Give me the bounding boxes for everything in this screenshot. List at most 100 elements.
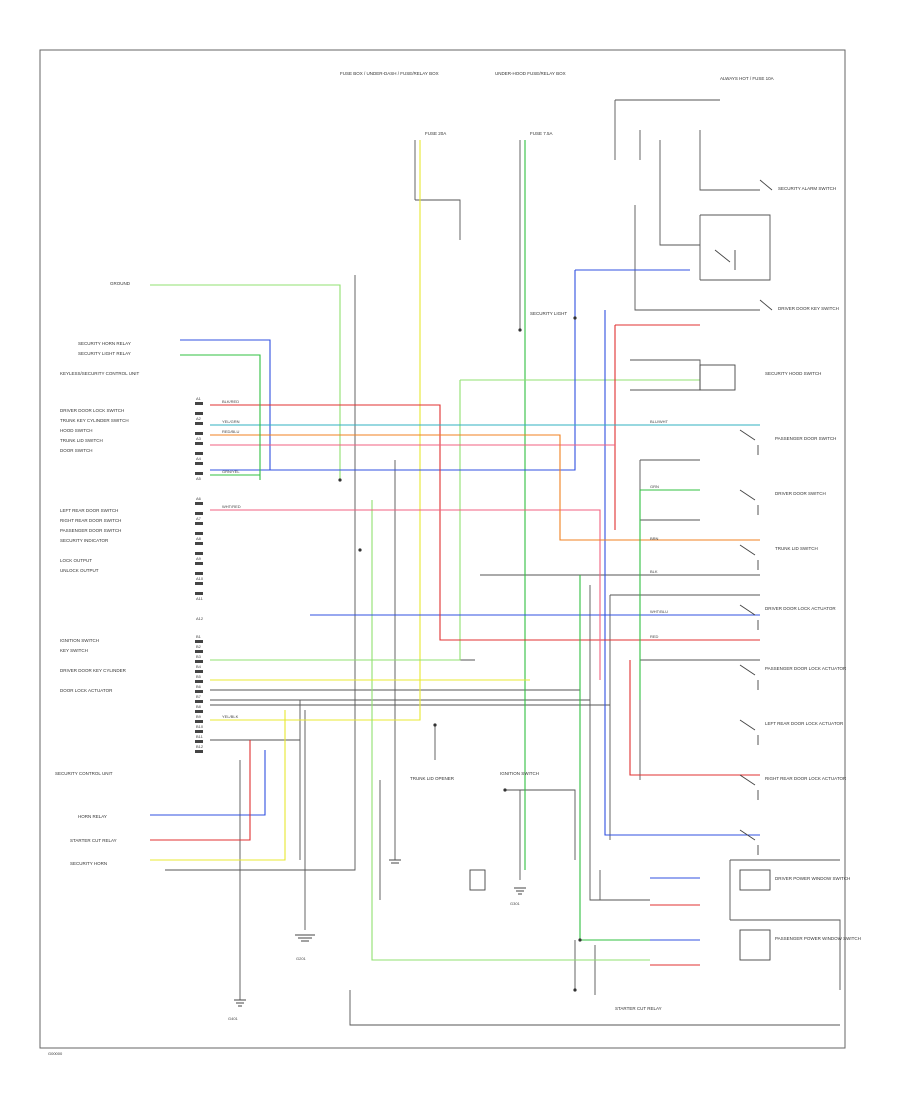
right-label-10: DRIVER POWER WINDOW SWITCH — [775, 876, 850, 881]
left-lower-label-2: STARTER CUT RELAY — [70, 838, 117, 843]
left-label-18: DOOR LOCK ACTUATOR — [60, 688, 113, 693]
wire-red-4 — [614, 324, 700, 530]
pin-17: B6 — [196, 684, 202, 689]
wire-orange-1 — [210, 434, 760, 541]
pin-2: A3 — [196, 436, 202, 441]
dark-wires — [165, 99, 841, 1026]
wire-code-4: BLU/WHT — [650, 419, 669, 424]
wire-blue-4 — [604, 310, 760, 836]
pin-1: A2 — [196, 416, 202, 421]
center-label-0: SECURITY LIGHT — [530, 311, 567, 316]
ground-4 — [389, 859, 401, 864]
right-label-0: SECURITY ALARM SWITCH — [778, 186, 836, 191]
wire-code-7: RED — [650, 634, 659, 639]
wire-yellow-2 — [150, 710, 286, 861]
pin-7: A8 — [196, 536, 202, 541]
left-label-10: RIGHT REAR DOOR SWITCH — [60, 518, 121, 523]
right-label-11: PASSENGER POWER WINDOW SWITCH — [775, 936, 861, 941]
ground-1 — [234, 999, 246, 1007]
center-label-2: IGNITION SWITCH — [500, 771, 539, 776]
wire-pink-2 — [210, 509, 601, 680]
pin-11: A12 — [196, 616, 204, 621]
left-label-14: UNLOCK OUTPUT — [60, 568, 99, 573]
right-label-7: PASSENGER DOOR LOCK ACTUATOR — [765, 666, 847, 671]
wire-red-3 — [150, 740, 251, 841]
label-relay-top-right: ALWAYS HOT / FUSE 10A — [720, 76, 774, 81]
left-label-13: LOCK OUTPUT — [60, 558, 92, 563]
pin-22: B11 — [196, 734, 204, 739]
center-label-5: G201 — [296, 956, 307, 961]
ground-2 — [295, 934, 315, 942]
pin-14: B3 — [196, 654, 202, 659]
left-label-6: HOOD SWITCH — [60, 428, 93, 433]
wire-code-8: GRN — [650, 484, 659, 489]
ground-3 — [514, 887, 526, 895]
left-label-15: IGNITION SWITCH — [60, 638, 99, 643]
pin-8: A9 — [196, 556, 202, 561]
wire-blue-6 — [650, 877, 700, 941]
pin-18: B7 — [196, 694, 202, 699]
left-lower-label-1: HORN RELAY — [78, 814, 107, 819]
right-label-5: SECURITY HOOD SWITCH — [765, 371, 821, 376]
right-label-8: LEFT REAR DOOR LOCK ACTUATOR — [765, 721, 844, 726]
pin-3: A4 — [196, 456, 202, 461]
pin-10: A11 — [196, 596, 204, 601]
diagram-border — [39, 49, 846, 1049]
wire-green-4 — [639, 489, 700, 700]
right-label-1: DRIVER DOOR KEY SWITCH — [778, 306, 839, 311]
wire-code-5: WHT/RED — [222, 504, 241, 509]
left-label-3: KEYLESS/SECURITY CONTROL UNIT — [60, 371, 140, 376]
colored-wires — [150, 140, 760, 966]
right-label-9: RIGHT REAR DOOR LOCK ACTUATOR — [765, 776, 847, 781]
wire-code-labels: BLK/RED YEL/GRN RED/BLU GRN/YEL BLU/WHT … — [222, 399, 669, 719]
left-label-11: PASSENGER DOOR SWITCH — [60, 528, 121, 533]
wire-code-2: RED/BLU — [222, 429, 239, 434]
switch-symbols — [469, 179, 773, 961]
left-label-16: KEY SWITCH — [60, 648, 88, 653]
pin-6: A7 — [196, 516, 202, 521]
wire-blue-5 — [150, 750, 266, 816]
left-lower-label-3: SECURITY HORN — [70, 861, 107, 866]
pin-4: A5 — [196, 476, 202, 481]
pin-9: A10 — [196, 576, 204, 581]
label-fuse-block-right: UNDER-HOOD FUSE/RELAY BOX — [495, 71, 566, 76]
connector-pin-marks — [195, 402, 203, 753]
junction-dots — [338, 316, 582, 992]
wire-code-3: GRN/YEL — [222, 469, 240, 474]
pin-0: A1 — [196, 396, 202, 401]
wire-code-1: YEL/GRN — [222, 419, 240, 424]
wire-yellow-main — [210, 140, 421, 721]
figure-code: G00000 — [48, 1051, 63, 1056]
left-label-9: LEFT REAR DOOR SWITCH — [60, 508, 118, 513]
pin-21: B10 — [196, 724, 204, 729]
center-label-3: STARTER CUT RELAY — [615, 1006, 662, 1011]
pin-15: B4 — [196, 664, 202, 669]
center-label-1: TRUNK LID OPENER — [410, 776, 455, 781]
left-label-17: DRIVER DOOR KEY CYLINDER — [60, 668, 127, 673]
label-fuse-left: FUSE 20A — [425, 131, 446, 136]
pin-20: B9 — [196, 714, 202, 719]
left-label-8: DOOR SWITCH — [60, 448, 93, 453]
pin-23: B12 — [196, 744, 204, 749]
right-label-2: PASSENGER DOOR SWITCH — [775, 436, 836, 441]
left-label-7: TRUNK LID SWITCH — [60, 438, 103, 443]
left-label-2: SECURITY LIGHT RELAY — [78, 351, 131, 356]
left-lower-label-0: SECURITY CONTROL UNIT — [55, 771, 113, 776]
wire-code-6: BRN — [650, 536, 659, 541]
ground-symbols — [234, 859, 526, 1007]
wire-code-10: WHT/BLU — [650, 609, 668, 614]
wire-red-2 — [629, 660, 760, 776]
label-fuse-right: FUSE 7.5A — [530, 131, 553, 136]
text-labels: FUSE BOX / UNDER-DASH / FUSE/RELAY BOX U… — [48, 71, 861, 1056]
pin-13: B2 — [196, 644, 202, 649]
right-label-6: DRIVER DOOR LOCK ACTUATOR — [765, 606, 836, 611]
left-label-12: SECURITY INDICATOR — [60, 538, 109, 543]
wire-code-9: BLK — [650, 569, 658, 574]
left-label-5: TRUNK KEY CYLINDER SWITCH — [60, 418, 129, 423]
right-label-4: TRUNK LID SWITCH — [775, 546, 818, 551]
wire-lightgreen-2 — [210, 379, 700, 661]
center-label-4: G401 — [228, 1016, 239, 1021]
wire-lightgreen-3 — [371, 500, 650, 961]
pin-labels: A1 A2 A3 A4 A5 A6 A7 A8 A9 A10 A11 A12 B… — [196, 396, 204, 749]
